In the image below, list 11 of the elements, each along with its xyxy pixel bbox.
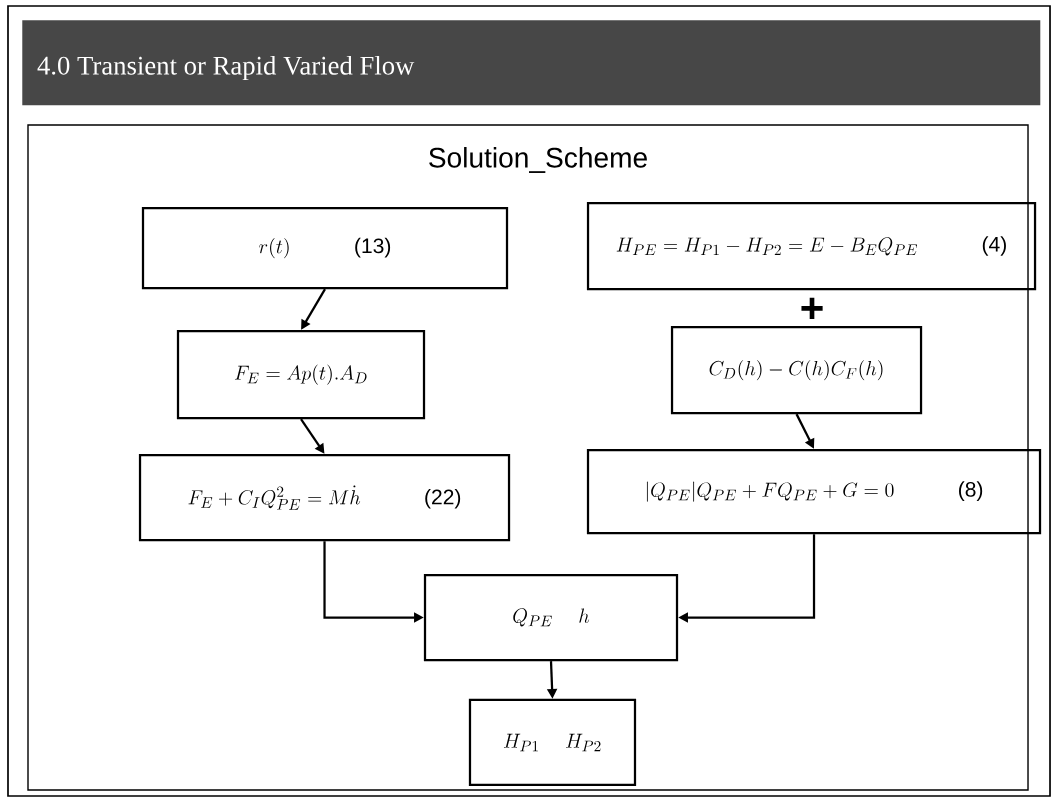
plus-sign: + (801, 297, 823, 320)
formula-box: $r(t)$ (13) (141, 206, 509, 290)
title: 4.0 Transient or Rapid Varied Flow (37, 55, 415, 81)
formula-box: $H_{PE} = H_{P1} - H_{P2} = E - B_{E} Q_{PE}$ (4) (586, 201, 1037, 291)
panel-heading: Solution_Scheme (429, 147, 647, 173)
formula-box: $H_{P1}$ $H_{P2}$ (468, 698, 637, 787)
formula-box: $F_{E} + C_{I} Q_{PE}^{2} = M\dot{h}$ (22) (138, 453, 511, 542)
formula-box: $|Q_{PE}| Q_{PE} + F Q_{PE} + G = 0$ (8) (586, 448, 1042, 535)
formula-box: $Q_{PE}$ $h$ (423, 573, 679, 662)
formula-box: $F_{E} = Ap(t).A_{D}$ (176, 329, 426, 420)
formula-box: $C_{D}(h) - C(h) C_{F}(h)$ (670, 325, 923, 415)
